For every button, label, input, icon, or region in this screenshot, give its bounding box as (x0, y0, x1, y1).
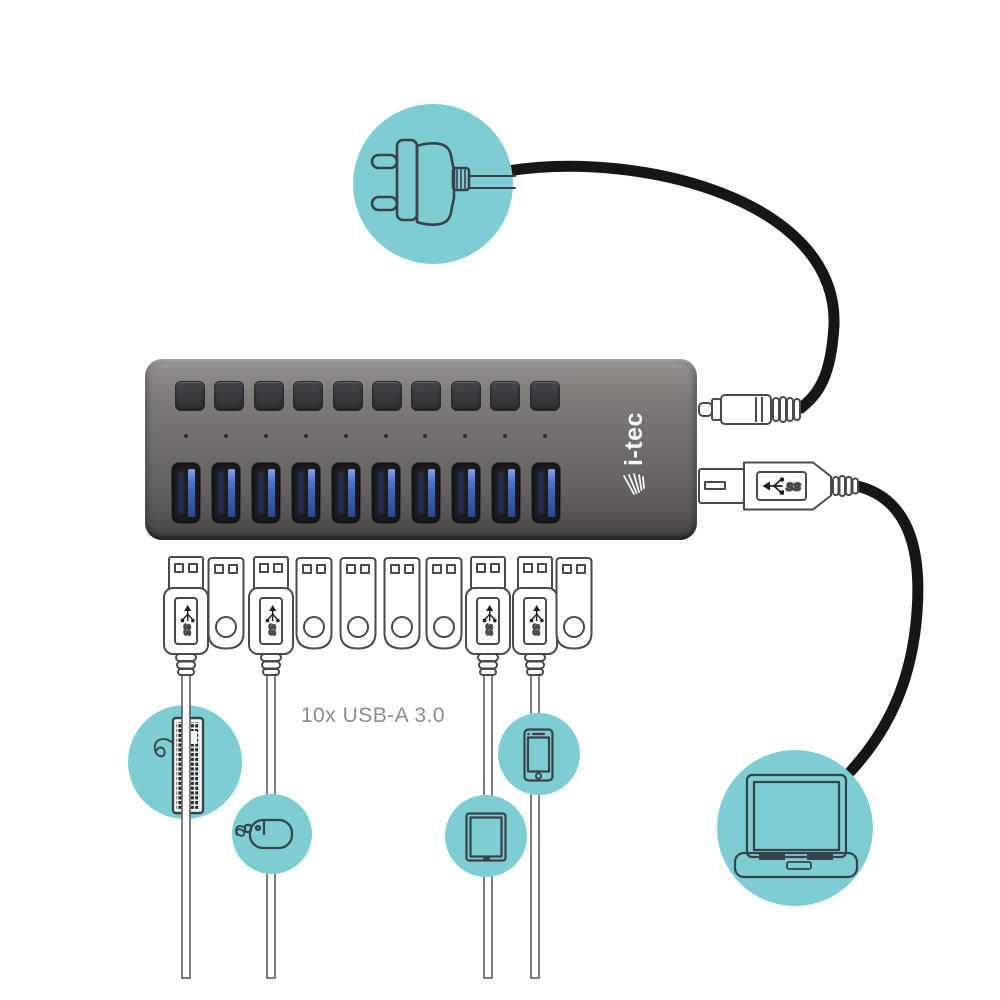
flash-drive (382, 556, 422, 653)
hub-button (175, 381, 205, 411)
usb-port (170, 462, 201, 524)
usb-cable-connector (464, 555, 512, 679)
laptop-icon (733, 773, 859, 879)
led-indicator (423, 434, 428, 438)
usb-port (210, 462, 241, 524)
brand-logo: i-tec (616, 402, 652, 498)
hub-button (253, 381, 284, 411)
led-indicator (383, 434, 388, 438)
usb-port-tongue (187, 469, 195, 517)
usb-port-glow (378, 472, 384, 514)
smartphone-device-circle (498, 713, 580, 795)
led-indicator (303, 434, 308, 438)
laptop-device-circle (717, 750, 873, 906)
led-indicator (463, 434, 468, 438)
flash-drive (424, 556, 464, 653)
usb-port-glow (458, 472, 465, 514)
usb-port (250, 462, 281, 524)
usb-cable-connector (511, 555, 559, 679)
flash-drive (338, 556, 378, 653)
hub-button (293, 381, 324, 411)
usb-cable-connector (247, 555, 295, 679)
led-indicator (184, 434, 188, 438)
usb-b-plug (698, 461, 859, 511)
power-plug-icon (370, 138, 516, 226)
usb-port-glow (498, 472, 505, 514)
usb-port (371, 462, 401, 524)
led-indicator (543, 434, 548, 438)
mouse-device-circle (232, 794, 312, 874)
flash-drive (206, 556, 246, 653)
power-plug-circle (353, 104, 516, 264)
usb-port (491, 462, 522, 524)
port-count-label: 10x USB-A 3.0 (300, 704, 446, 727)
hub-button (529, 381, 560, 411)
usb-port-tongue (468, 469, 476, 517)
usb-port-tongue (227, 469, 235, 517)
hub-button (372, 381, 402, 411)
led-indicator (343, 434, 348, 438)
itec-wing-icon (623, 473, 645, 495)
usb-port-glow (337, 472, 344, 514)
usb-port-tongue (388, 469, 395, 517)
smartphone-icon (523, 728, 554, 782)
flash-drive (554, 556, 594, 653)
usb-cable-connector (162, 555, 210, 679)
led-indicator (263, 434, 268, 438)
usb-port-glow (217, 472, 224, 514)
usb-port-tongue (428, 469, 436, 517)
device-cable (181, 639, 191, 979)
power-cable (502, 160, 840, 414)
hub-button (450, 381, 481, 411)
dc-power-jack (698, 394, 801, 425)
flash-drive (294, 556, 334, 653)
usb-b-cable (845, 480, 924, 777)
usb-port (451, 462, 482, 524)
usb-port-glow (177, 472, 184, 514)
brand-name: i-tec (619, 412, 648, 466)
usb-port-tongue (347, 469, 355, 517)
usb-port-glow (418, 472, 425, 514)
hub-device: i-tec (145, 359, 697, 540)
hub-button (214, 381, 245, 411)
usb-port-tongue (548, 469, 556, 517)
usb-port-glow (257, 472, 264, 514)
usb-port-glow (538, 472, 545, 514)
usb-port-tongue (508, 469, 516, 517)
tablet-device-circle (445, 795, 527, 877)
hub-button (490, 381, 521, 411)
usb-port (290, 462, 321, 524)
hub-button (411, 381, 442, 411)
led-indicator (503, 434, 508, 438)
led-indicator (223, 434, 228, 438)
usb-port-tongue (267, 469, 275, 517)
usb-port (531, 462, 562, 524)
usb-port-tongue (307, 469, 315, 517)
usb-port (411, 462, 442, 524)
usb-port-glow (297, 472, 304, 514)
device-cable (530, 639, 540, 979)
tablet-icon (465, 812, 507, 862)
hub-button (332, 381, 363, 411)
mouse-icon (235, 818, 294, 850)
usb-port (330, 462, 361, 524)
